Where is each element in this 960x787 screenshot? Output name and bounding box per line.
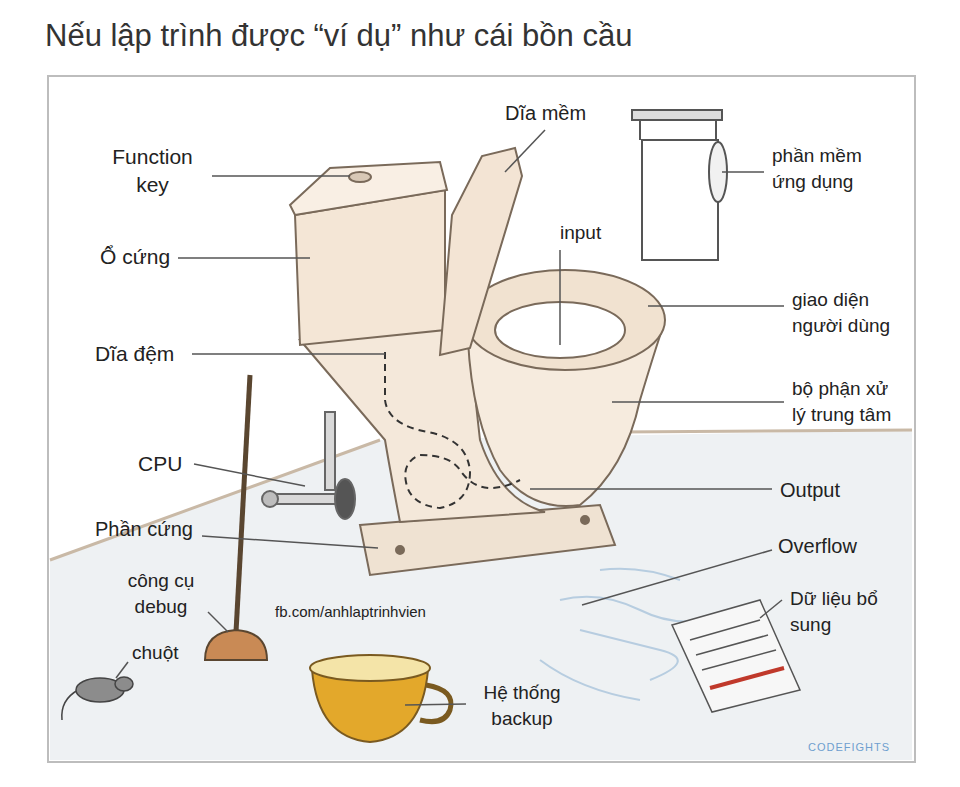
print-stripe bbox=[710, 668, 784, 688]
leader-line bbox=[612, 401, 784, 403]
part-label: CPU bbox=[138, 450, 182, 478]
part-label: Phần cứng bbox=[95, 516, 193, 543]
leader-lines bbox=[116, 130, 784, 705]
paper-holder bbox=[632, 110, 727, 260]
leader-line bbox=[178, 257, 310, 259]
print-line bbox=[696, 635, 768, 655]
toilet-seat bbox=[465, 270, 665, 370]
leader-line bbox=[582, 550, 772, 605]
baseboard bbox=[620, 430, 912, 432]
leader-line bbox=[405, 704, 466, 705]
part-label: Function key bbox=[95, 143, 210, 200]
potty bbox=[310, 655, 451, 742]
part-label: Ổ cứng bbox=[100, 243, 170, 271]
holder-arm bbox=[715, 120, 717, 140]
leader-line bbox=[530, 488, 772, 490]
holder-arm bbox=[639, 120, 641, 140]
part-label: Hệ thống backup bbox=[472, 680, 572, 731]
water-line bbox=[580, 630, 678, 680]
water-pipe bbox=[262, 412, 355, 519]
mouse-tail bbox=[62, 690, 78, 720]
part-label: input bbox=[560, 220, 601, 246]
bolt bbox=[396, 546, 404, 554]
paper-roll bbox=[642, 140, 718, 260]
part-label: bộ phận xử lý trung tâm bbox=[792, 376, 904, 427]
plunger-stick bbox=[236, 375, 250, 632]
print-line bbox=[702, 650, 776, 670]
page-title: Nếu lập trình được “ví dụ” như cái bồn c… bbox=[45, 18, 632, 54]
print-line bbox=[690, 620, 760, 640]
leader-line bbox=[192, 353, 385, 355]
plunger-cup bbox=[205, 630, 267, 660]
leader-line bbox=[116, 662, 128, 678]
leader-line bbox=[505, 130, 545, 172]
part-label: Output bbox=[780, 477, 840, 504]
mouse-head bbox=[115, 677, 133, 691]
part-label: chuột bbox=[132, 640, 178, 666]
toilet-lid bbox=[440, 148, 522, 355]
potty-handle bbox=[420, 685, 451, 722]
pipe bbox=[270, 494, 340, 504]
potty-rim bbox=[310, 655, 430, 681]
part-label: Dĩa mềm bbox=[505, 100, 586, 127]
water-path bbox=[385, 352, 520, 508]
mouse bbox=[62, 677, 133, 720]
part-label: giao diện người dùng bbox=[792, 287, 920, 338]
bolt bbox=[581, 516, 589, 524]
part-label: công cụ debug bbox=[115, 568, 207, 619]
toilet-tank bbox=[295, 190, 445, 345]
source-link: fb.com/anhlaptrinhvien bbox=[275, 602, 426, 622]
wall-flange bbox=[262, 491, 278, 507]
toilet bbox=[290, 148, 665, 575]
part-label: phần mềm ứng dụng bbox=[772, 143, 884, 194]
pipe bbox=[325, 412, 335, 490]
newspaper bbox=[672, 600, 800, 712]
holder-bar bbox=[632, 110, 722, 120]
watermark: CODEFIGHTS bbox=[808, 740, 890, 755]
leader-line bbox=[722, 171, 764, 173]
tank-lid bbox=[290, 162, 447, 215]
leader-line bbox=[559, 250, 561, 345]
leader-line bbox=[648, 305, 784, 307]
water-line bbox=[600, 569, 680, 580]
valve bbox=[335, 479, 355, 519]
leader-line bbox=[202, 536, 378, 548]
leader-line bbox=[760, 600, 782, 618]
leader-line bbox=[194, 464, 305, 486]
part-label: Dĩa đệm bbox=[95, 340, 174, 368]
leader-line bbox=[208, 612, 228, 632]
part-label: Dữ liệu bổ sung bbox=[790, 586, 902, 637]
paper-sheet bbox=[672, 600, 800, 712]
flush-button bbox=[349, 172, 371, 182]
plunger bbox=[205, 375, 267, 660]
part-label: Overflow bbox=[778, 533, 857, 560]
leader-line bbox=[212, 175, 350, 177]
frame bbox=[48, 76, 915, 762]
